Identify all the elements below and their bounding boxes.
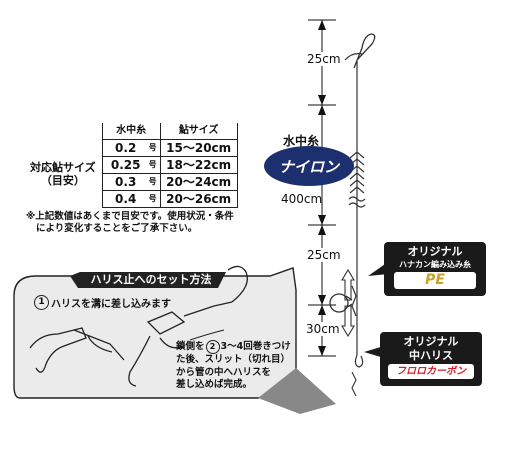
row-header-label: 対応鮎サイズ xyxy=(30,160,96,174)
main-line-length: 400cm xyxy=(281,192,323,206)
table-row: 0.3 号 20～24cm xyxy=(27,173,238,191)
fluoro-badge-line1: オリジナル xyxy=(403,335,459,348)
step2-illustration xyxy=(128,265,249,387)
note-line-1: ※上記数値はあくまで目安です。使用状況・条件 xyxy=(26,211,234,222)
disclaimer-note: ※上記数値はあくまで目安です。使用状況・条件 により変化することをご了承下さい。 xyxy=(26,211,234,235)
row-header-sub: （目安） xyxy=(40,173,85,187)
dimension-bottom-label: 30cm xyxy=(305,322,341,336)
line-number: 0.25 xyxy=(101,156,149,174)
panel-pointer xyxy=(258,368,336,414)
step-2-line3: から管の中へハリスを xyxy=(176,366,272,378)
pe-badge-pointer xyxy=(368,262,388,276)
table-row: 対応鮎サイズ （目安） 0.2 号 15～20cm xyxy=(27,139,238,187)
break-symbol xyxy=(348,196,366,208)
table-row: 0.25 号 18～22cm xyxy=(27,156,238,174)
step-1-text: ハリスを溝に差し込みます xyxy=(51,299,171,310)
braid-marks xyxy=(349,151,365,194)
nylon-badge-bg xyxy=(264,146,354,186)
fluoro-badge-line3: フロロカーボン xyxy=(388,364,474,379)
step1-illustration xyxy=(29,327,125,373)
dimension-arrows xyxy=(318,20,326,356)
step-2-text-a: 鎖側を xyxy=(176,340,205,352)
step-2-line4: 差し込めば完成。 xyxy=(176,379,253,390)
nose-ring-area xyxy=(329,268,357,338)
instruction-title-bg xyxy=(70,272,226,288)
pe-badge-line1: オリジナル xyxy=(407,245,463,258)
fluoro-badge-pointer xyxy=(364,346,384,358)
dimension-top-label: 25cm xyxy=(306,52,342,66)
step-1: 1 ハリスを溝に差し込みます xyxy=(34,295,171,310)
fluoro-badge: オリジナル 中ハリス フロロカーボン xyxy=(380,332,482,386)
table-row: 0.4 号 20～26cm xyxy=(27,190,238,208)
note-line-2: により変化することをご了承下さい。 xyxy=(36,223,198,234)
step-2: 鎖側を 2 3～4回巻きつけ た後、スリット（切れ目） から管の中へハリスを 差… xyxy=(176,340,291,392)
step-2-number: 2 xyxy=(205,340,220,354)
dimension-middle-label: 25cm xyxy=(306,248,342,262)
step-2-line2: た後、スリット（切れ目） xyxy=(176,354,291,365)
step-2-text-b: 3～4回巻きつけ xyxy=(220,340,291,352)
pe-badge-line3: PE xyxy=(394,272,476,289)
instruction-panel-bg xyxy=(13,267,297,399)
step-1-number: 1 xyxy=(34,295,49,310)
main-line-label: 水中糸 xyxy=(283,134,320,148)
nylon-badge: ナイロン xyxy=(278,158,339,176)
ayu-size: 20～24cm xyxy=(159,173,238,191)
pe-badge: オリジナル ハナカン編み込み糸 PE xyxy=(384,242,486,296)
instruction-title: ハリス止へのセット方法 xyxy=(90,273,212,286)
ayu-size: 20～26cm xyxy=(159,190,238,208)
row-header: 対応鮎サイズ （目安） xyxy=(27,140,102,208)
spec-table: 水中糸 鮎サイズ 対応鮎サイズ （目安） 0.2 号 15～20cm 0.25 … xyxy=(27,123,238,208)
line-number: 0.4 xyxy=(101,190,149,208)
top-loop xyxy=(353,33,376,69)
fluoro-badge-line2: 中ハリス xyxy=(409,349,453,362)
bottom-loop xyxy=(354,354,364,368)
pe-badge-line2: ハナカン編み込み糸 xyxy=(399,260,471,269)
